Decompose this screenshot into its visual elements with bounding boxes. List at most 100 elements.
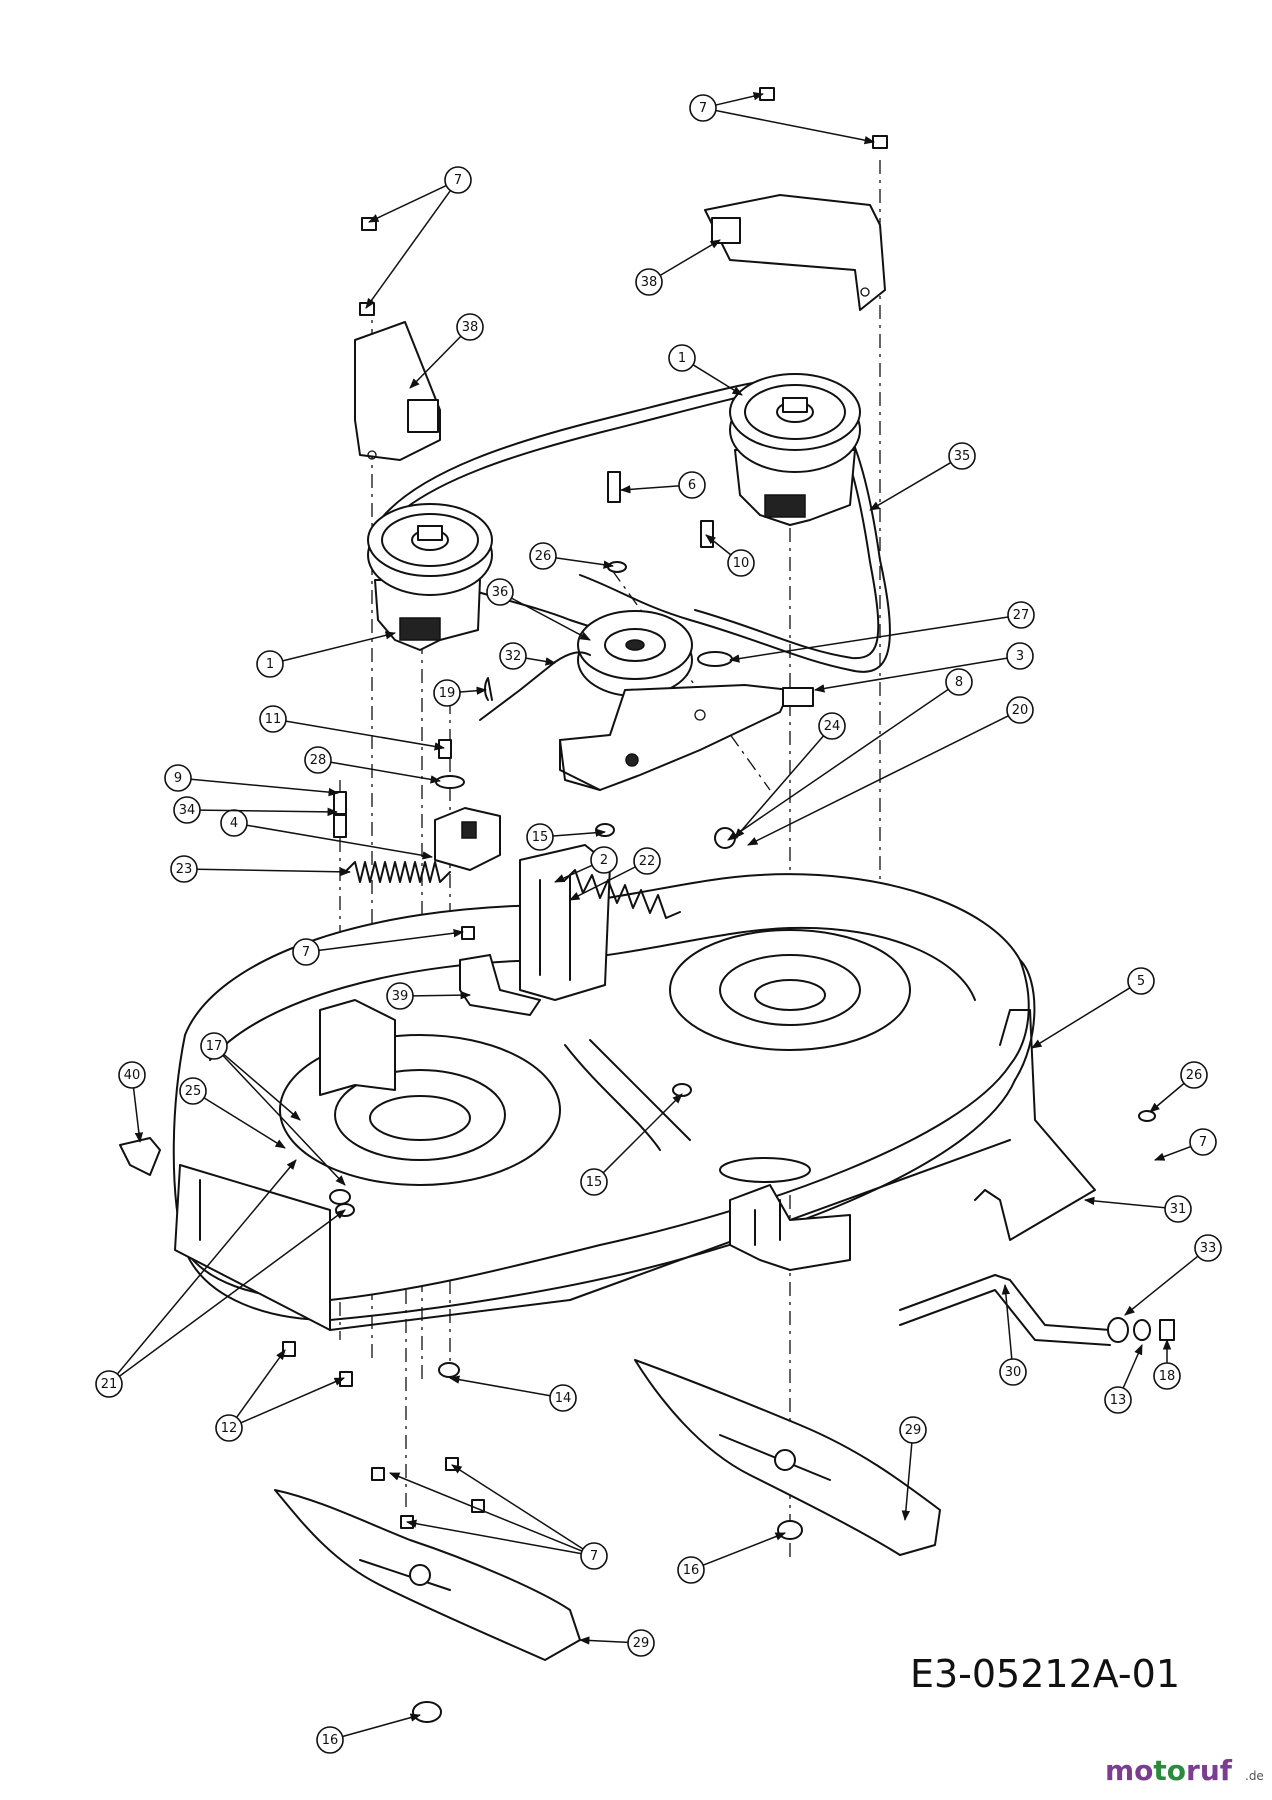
callout-circle (95, 1370, 123, 1398)
callout-36: 36 (486, 578, 591, 641)
callout-circle (164, 764, 192, 792)
nut-washer-group (1107, 1317, 1175, 1343)
callout-leader (412, 990, 472, 1000)
callout-leader (1124, 1255, 1199, 1316)
callout-leader (342, 1713, 422, 1738)
callout-number: 29 (633, 1636, 650, 1651)
callout-22: 22 (569, 847, 661, 901)
callout-number: 23 (176, 862, 193, 877)
callout-30: 30 (999, 1283, 1027, 1386)
callout-14: 14 (448, 1375, 577, 1412)
callout-circle (456, 313, 484, 341)
callout-number: 20 (1012, 703, 1029, 718)
callout-number: 9 (174, 771, 182, 786)
callout-circle (635, 268, 663, 296)
callout-16: 16 (316, 1713, 422, 1754)
callout-number: 5 (1137, 974, 1145, 989)
callout-2: 2 (554, 846, 618, 883)
callout-circle (1006, 696, 1034, 724)
callout-number: 14 (555, 1391, 572, 1406)
callout-7: 7 (689, 92, 876, 145)
callout-number: 10 (733, 556, 750, 571)
callout-leader (203, 1097, 286, 1149)
callout-number: 6 (688, 478, 696, 493)
callout-leader (619, 485, 680, 494)
callout-number: 26 (1186, 1068, 1203, 1083)
pulley-spindle-left (367, 503, 493, 651)
callout-4: 4 (220, 809, 434, 860)
hairpin-clip (484, 677, 493, 701)
callout-number: 22 (639, 854, 656, 869)
callout-11: 11 (259, 705, 446, 751)
callout-leader (734, 735, 825, 839)
lift-rod-31 (974, 1009, 1096, 1241)
callout-circle (580, 1168, 608, 1196)
callout-number: 34 (179, 803, 196, 818)
callout-19: 19 (433, 679, 488, 707)
callout-leader (727, 688, 949, 841)
callout-number: 24 (824, 719, 841, 734)
callout-leader (659, 239, 721, 277)
callout-circle (677, 1556, 705, 1584)
callout-leader (578, 1636, 629, 1645)
callout-leader (235, 1349, 286, 1418)
callout-number: 18 (1159, 1369, 1176, 1384)
spring-22 (564, 869, 681, 919)
callout-leader (715, 92, 765, 106)
callout-7: 7 (292, 929, 465, 966)
callout-circle (580, 1542, 608, 1570)
callout-leader (318, 929, 465, 952)
callout-circle (179, 1077, 207, 1105)
callout-6: 6 (619, 471, 706, 499)
callout-circle (1189, 1128, 1217, 1156)
callout-leader (602, 1093, 683, 1174)
callout-leader (1154, 1145, 1192, 1161)
callout-leader (199, 807, 339, 817)
callout-39: 39 (386, 982, 472, 1010)
callout-leader (223, 1053, 301, 1121)
callout-number: 12 (221, 1421, 238, 1436)
callout-leader (240, 1377, 345, 1424)
callout-circle (590, 846, 618, 874)
callout-32: 32 (499, 642, 557, 670)
callout-34: 34 (173, 796, 339, 824)
callout-17: 17 (200, 1032, 346, 1186)
callout-16: 16 (677, 1532, 786, 1584)
callout-circle (316, 1726, 344, 1754)
callout-leader (525, 657, 557, 666)
callout-38: 38 (409, 313, 484, 389)
watermark-logo: motoruf .de (1105, 1754, 1264, 1787)
callout-25: 25 (179, 1077, 286, 1149)
document-code: E3-05212A-01 (910, 1652, 1180, 1696)
callout-33: 33 (1124, 1234, 1222, 1316)
callout-31: 31 (1083, 1195, 1192, 1223)
bracket-4 (434, 807, 501, 871)
idler-pulley (577, 610, 693, 697)
callout-leader (459, 686, 488, 695)
pulley-spindle-right (729, 373, 861, 526)
callout-26: 26 (1149, 1061, 1208, 1113)
callout-1: 1 (668, 344, 743, 396)
blade-left (274, 1489, 581, 1661)
callout-number: 15 (586, 1175, 603, 1190)
callout-circle (633, 847, 661, 875)
callout-number: 4 (230, 816, 238, 831)
callout-number: 8 (955, 675, 963, 690)
callout-leader (330, 761, 442, 784)
callout-leader (552, 828, 607, 837)
callout-circle (118, 1061, 146, 1089)
callout-circle (1164, 1195, 1192, 1223)
callout-number: 7 (1199, 1135, 1207, 1150)
callout-circle (1180, 1061, 1208, 1089)
callout-circle (1007, 601, 1035, 629)
callout-leader (747, 715, 1009, 846)
callout-circle (1006, 642, 1034, 670)
belt-cover-left (354, 321, 441, 461)
callout-number: 32 (505, 649, 522, 664)
callout-number: 35 (954, 449, 971, 464)
spring-arm-rod (479, 651, 591, 721)
belt-cover-right (704, 194, 886, 311)
callout-leader (813, 657, 1008, 693)
callout-leader (368, 184, 447, 223)
callout-leader (451, 1464, 584, 1550)
